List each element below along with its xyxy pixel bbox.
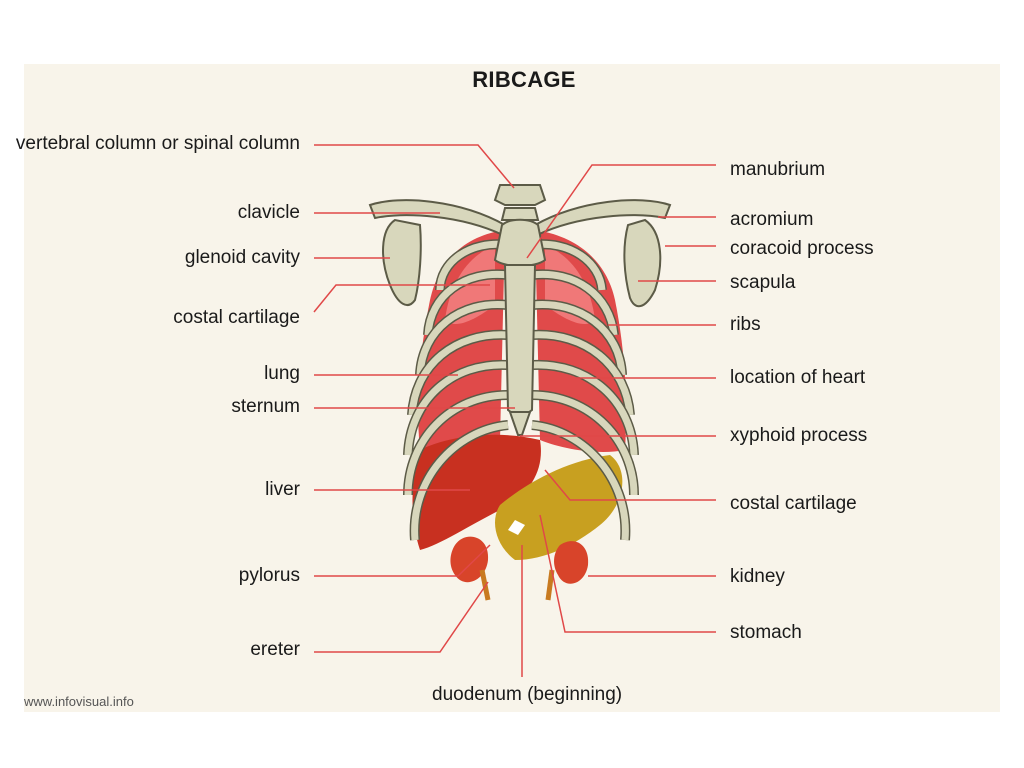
rib-right-1-fill	[531, 240, 606, 291]
xyphoid	[508, 411, 532, 436]
line-stomach	[539, 514, 716, 633]
rib-left-4-fill	[408, 331, 509, 416]
rib-left-1-fill	[436, 240, 509, 291]
left-ureter	[479, 569, 491, 601]
label-lung: lung	[264, 363, 300, 384]
rib-right-4-fill	[531, 331, 634, 416]
label-xyphoid-process: xyphoid process	[730, 425, 868, 446]
label-liver: liver	[265, 479, 300, 500]
rib-left-5-fill	[404, 361, 509, 456]
label-manubrium: manubrium	[730, 159, 826, 180]
label-scapula: scapula	[730, 272, 796, 293]
leader-lines	[313, 144, 716, 677]
label-vertebral-column: vertebral column or spinal column	[15, 133, 300, 154]
line-costal-right	[544, 469, 716, 501]
left-scapula	[382, 218, 422, 306]
label-acromium: acromium	[730, 209, 814, 230]
site-credit: www.infovisual.info	[24, 694, 134, 709]
sternum-body	[503, 264, 537, 416]
stomach-highlight	[508, 520, 525, 535]
label-duodenum: duodenum (beginning)	[432, 684, 623, 705]
rib-left-2-fill	[424, 270, 509, 336]
stomach	[495, 455, 623, 560]
line-costal-left	[313, 284, 490, 313]
label-location-of-heart: location of heart	[730, 367, 866, 388]
vertebra-2	[500, 207, 540, 221]
right-scapula	[623, 218, 662, 308]
line-pylorus	[314, 544, 491, 577]
line-vertebral	[314, 144, 515, 189]
label-glenoid-cavity: glenoid cavity	[184, 247, 300, 268]
label-coracoid-process: coracoid process	[730, 238, 874, 259]
right-ureter	[545, 569, 555, 601]
rib-left-6-fill	[404, 391, 509, 496]
right-kidney	[554, 541, 589, 584]
rib-right-6-fill	[531, 391, 638, 496]
label-ereter: ereter	[250, 639, 300, 660]
manubrium	[493, 218, 547, 267]
label-ribs: ribs	[730, 314, 761, 335]
label-pylorus: pylorus	[238, 565, 300, 586]
rib-right-7-fill	[531, 421, 629, 541]
label-costal-cartilage-left: costal cartilage	[173, 307, 300, 328]
label-clavicle: clavicle	[237, 202, 300, 223]
line-ereter	[314, 581, 489, 653]
left-kidney	[450, 536, 489, 583]
page-title: RIBCAGE	[472, 67, 576, 92]
label-kidney: kidney	[730, 566, 785, 587]
rib-right-3-fill	[531, 300, 626, 376]
label-costal-cartilage-right: costal cartilage	[730, 493, 857, 514]
rib-left-3-fill	[416, 300, 509, 376]
line-manubrium	[526, 164, 716, 259]
rib-left-7-fill	[411, 421, 509, 541]
label-sternum: sternum	[231, 396, 300, 417]
rib-right-2-fill	[531, 270, 618, 336]
vertebra-top	[493, 184, 547, 206]
label-stomach: stomach	[730, 622, 802, 643]
